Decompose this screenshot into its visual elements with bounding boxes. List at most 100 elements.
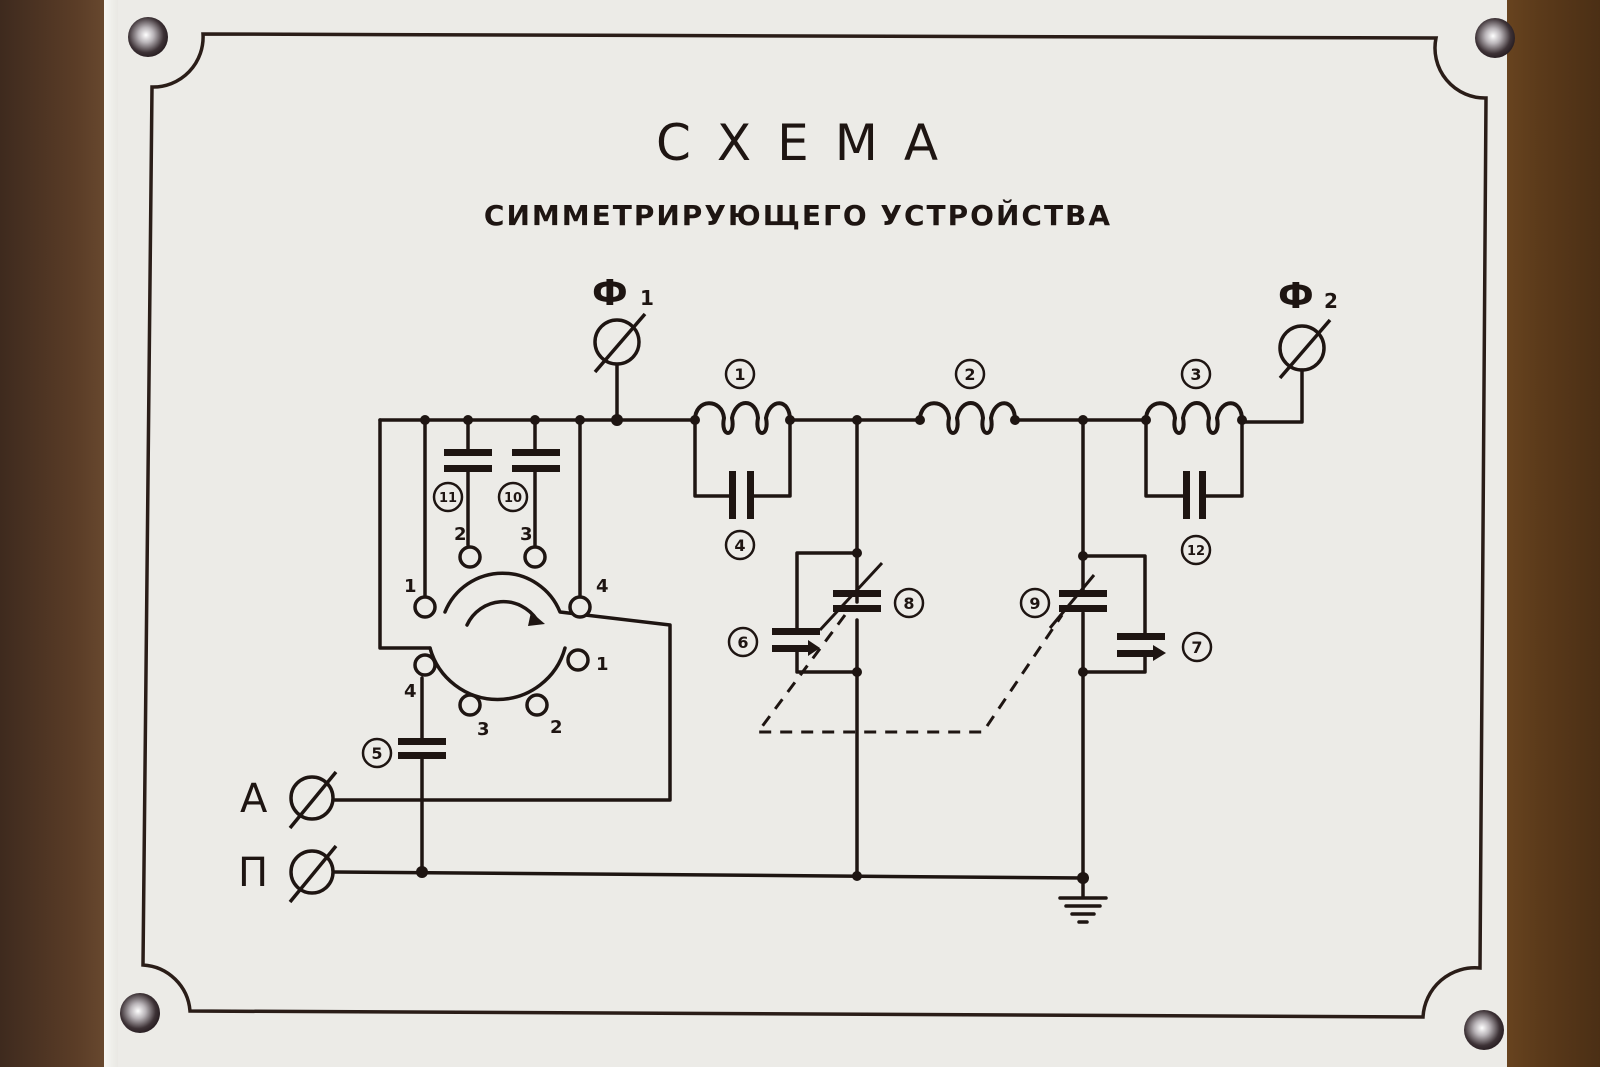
junction: [575, 415, 585, 425]
capacitor-12-plate: [1199, 471, 1206, 519]
badge-3-label: 3: [1190, 365, 1201, 384]
contact-label-lower-4: 4: [404, 681, 417, 702]
rotation-arrow: [465, 599, 539, 627]
contact-label-upper-3: 3: [520, 524, 533, 545]
rotation-arrowhead-icon: [528, 612, 545, 626]
screw-top-left: [128, 17, 168, 57]
inductor-1-icon: [693, 401, 792, 435]
ground-icon: [1058, 876, 1108, 924]
badge-8-label: 8: [903, 594, 914, 613]
switch-contact-lower-4: [413, 653, 437, 677]
contact-label-lower-2: 2: [550, 717, 563, 738]
junction: [611, 414, 623, 426]
coil-group: [693, 401, 1244, 435]
terminal-p[interactable]: [288, 844, 338, 904]
junction: [852, 548, 862, 558]
badge-3: [1180, 358, 1212, 390]
contact-label-upper-1: 1: [404, 576, 417, 597]
badge-2-label: 2: [964, 365, 975, 384]
capacitor-4-plate: [747, 471, 754, 519]
badge-8: [893, 587, 925, 619]
junction: [852, 667, 862, 677]
wire-left-loop: [378, 418, 432, 650]
junction: [915, 415, 925, 425]
terminal-phi1[interactable]: [593, 312, 647, 374]
junction: [1010, 415, 1020, 425]
schematic-plate: [104, 0, 1507, 1067]
contact-label-lower-1: 1: [596, 654, 609, 675]
junction: [1078, 551, 1088, 561]
wall-left: [0, 0, 110, 1067]
junction: [416, 866, 428, 878]
capacitor-8-plate: [833, 605, 881, 612]
terminal-a[interactable]: [288, 770, 338, 830]
switch-contact-lower-2: [525, 693, 549, 717]
capacitor-4: [729, 471, 736, 519]
screw-bottom-left: [120, 993, 160, 1033]
inductor-2-icon: [918, 401, 1017, 435]
badge-7: [1181, 631, 1213, 663]
badge-10: [497, 481, 529, 513]
wire-cap6-loop: [795, 551, 859, 674]
contact-label-lower-3: 3: [477, 719, 490, 740]
wire-trap3: [1144, 418, 1244, 498]
badge-12-label: 12: [1187, 544, 1205, 559]
junction: [420, 415, 430, 425]
junction: [463, 415, 473, 425]
junction: [1078, 667, 1088, 677]
badge-6-label: 6: [737, 633, 748, 652]
switch-contact-upper-1: [413, 595, 437, 619]
capacitor-10-plate: [512, 465, 560, 472]
inductor-3-icon: [1144, 401, 1244, 435]
terminal-p-label: П: [238, 850, 268, 896]
capacitor-7-plate: [1117, 650, 1157, 657]
capacitor-7: [1117, 633, 1165, 640]
gang-link-dashed: [755, 614, 1064, 734]
switch-contact-upper-4: [568, 595, 592, 619]
badge-7-label: 7: [1191, 638, 1202, 657]
badge-4-label: 4: [734, 536, 745, 555]
badge-12: [1180, 534, 1212, 566]
junction: [530, 415, 540, 425]
wire-bottom-bus: [333, 870, 1085, 880]
plate-edge: [104, 0, 118, 1067]
junction: [1078, 415, 1088, 425]
switch-contact-upper-3: [523, 545, 547, 569]
badge-2: [954, 358, 986, 390]
contact-label-upper-4: 4: [596, 576, 609, 597]
capacitor-6: [772, 628, 820, 635]
rotary-switch-lower-arc: [428, 646, 567, 702]
variable-arrow-9-icon: [1048, 574, 1096, 629]
junction: [690, 415, 700, 425]
wire-cap7-loop: [1081, 554, 1147, 674]
wire-phi2: [1240, 368, 1304, 424]
badge-1: [724, 358, 756, 390]
junction: [852, 871, 862, 881]
terminal-phi2[interactable]: [1278, 318, 1332, 380]
junction: [852, 415, 862, 425]
capacitor-6-plate: [772, 645, 812, 652]
capacitor-12: [1183, 471, 1190, 519]
plate-border: [141, 32, 1488, 1019]
badge-9-label: 9: [1029, 594, 1040, 613]
screw-top-right: [1475, 18, 1515, 58]
capacitor-5: [398, 738, 446, 745]
junction: [1237, 415, 1247, 425]
capacitor-5-plate: [398, 752, 446, 759]
wire-trap1: [693, 418, 792, 498]
variable-arrow-8-icon: [818, 561, 884, 632]
badge-6: [727, 626, 759, 658]
contact-label-upper-2: 2: [454, 524, 467, 545]
screw-bottom-right: [1464, 1010, 1504, 1050]
badge-4: [724, 529, 756, 561]
capacitor-10: [512, 449, 560, 456]
switch-contact-lower-1: [566, 648, 590, 672]
capacitor-9: [1059, 590, 1107, 597]
terminal-phi1-sub: 1: [640, 286, 654, 310]
switch-contact-lower-3: [458, 693, 482, 717]
rotary-switch-arc: [333, 571, 672, 802]
trimmer-6-arrow-icon: [808, 640, 820, 656]
badge-5: [361, 737, 393, 769]
badge-5-label: 5: [371, 744, 382, 763]
